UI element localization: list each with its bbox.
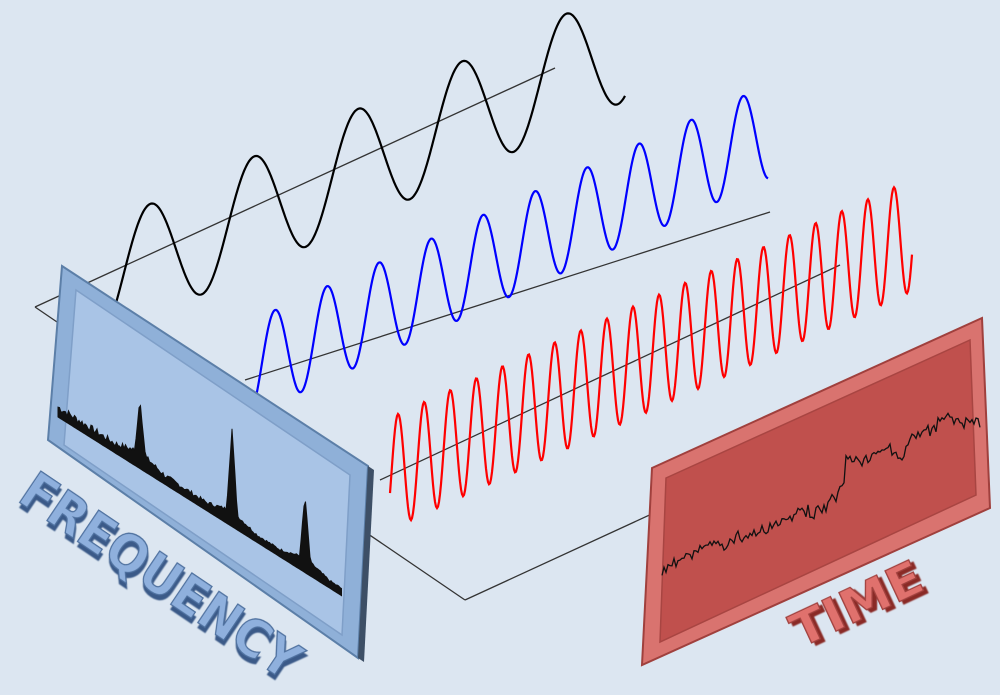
frequency-spectrum (57, 404, 342, 597)
frequency-panel (46, 264, 374, 662)
sine-wave-3 (388, 185, 914, 523)
frequency-panel-side (358, 466, 374, 662)
sine-wave-1 (104, 12, 626, 335)
time-signal (661, 412, 981, 576)
axis-line-1 (34, 67, 556, 308)
sine-waves (104, 12, 914, 523)
time-panel-face (659, 338, 977, 644)
time-panel (640, 316, 992, 667)
sine-wave-2 (247, 94, 769, 418)
